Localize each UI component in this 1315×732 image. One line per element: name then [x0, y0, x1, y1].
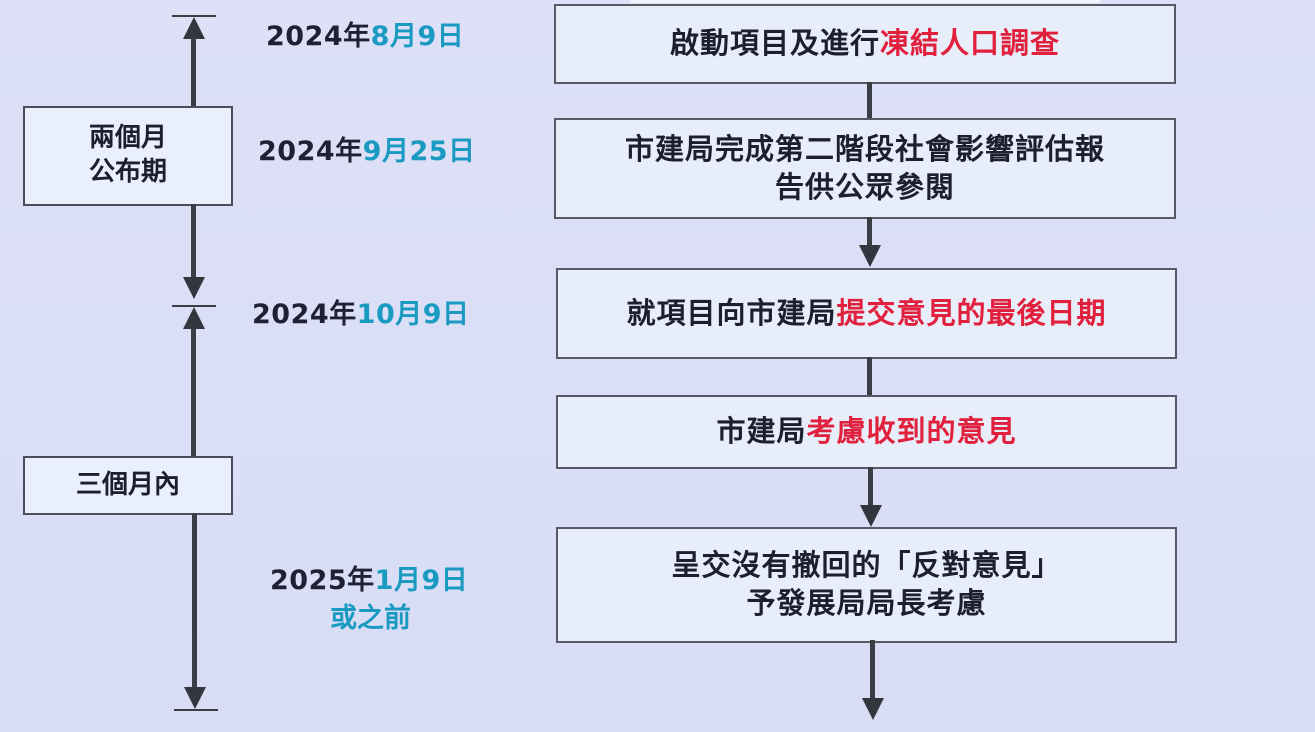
step-text-emphasis: 凍結人口調查	[880, 26, 1061, 61]
step-line: 予發展局局長考慮	[746, 585, 986, 623]
arrow-up-icon	[183, 307, 205, 329]
flow-step-submission-deadline: 就項目向市建局提交意見的最後日期	[556, 268, 1177, 359]
step-text-emphasis: 提交意見的最後日期	[836, 295, 1107, 330]
step-text: 市建局完成第二階段社會影響評估報	[624, 131, 1105, 166]
timeline-line-segment	[191, 327, 196, 457]
step-text: 就項目向市建局	[626, 295, 837, 330]
date-month-day: 9月25日	[362, 136, 476, 167]
timeline-start-cap	[172, 15, 216, 17]
timeline-mid-cap	[172, 305, 216, 307]
date-year: 2024年	[266, 21, 371, 52]
timeline-line-segment	[191, 37, 196, 107]
step-text: 市建局	[716, 414, 807, 449]
period-box-three-months: 三個月內	[23, 456, 233, 515]
step-line: 市建局考慮收到的意見	[716, 413, 1016, 451]
flow-step-submit-objections: 呈交沒有撤回的「反對意見」 予發展局局長考慮	[556, 527, 1177, 643]
flow-connector	[868, 467, 873, 507]
step-line: 啟動項目及進行凍結人口調查	[670, 25, 1060, 63]
timeline-line-segment	[192, 513, 197, 689]
timeline-line-segment	[191, 204, 196, 279]
flow-step-start-project: 啟動項目及進行凍結人口調查	[554, 4, 1176, 84]
date-month-day: 8月9日	[370, 21, 465, 52]
arrow-down-icon	[860, 505, 882, 527]
step-line: 就項目向市建局提交意見的最後日期	[626, 295, 1106, 333]
arrow-up-icon	[183, 17, 205, 39]
flow-connector	[870, 640, 875, 700]
date-label: 2024年8月9日	[266, 14, 464, 53]
arrow-down-icon	[183, 277, 205, 299]
date-month-day: 10月9日	[356, 299, 470, 330]
step-text: 予發展局局長考慮	[746, 586, 987, 620]
date-qualifier: 或之前	[330, 603, 411, 634]
flow-connector	[867, 82, 872, 118]
step-text-emphasis: 考慮收到的意見	[806, 414, 1017, 449]
arrow-down-icon	[859, 245, 881, 267]
arrow-down-icon	[862, 698, 884, 720]
flow-step-consider-comments: 市建局考慮收到的意見	[556, 395, 1177, 469]
date-year: 2025年	[270, 565, 375, 596]
flow-connector	[867, 217, 872, 247]
date-month-day: 1月9日	[374, 565, 469, 596]
period-label-line: 兩個月	[88, 123, 167, 154]
date-year: 2024年	[258, 136, 363, 167]
flow-connector	[867, 357, 872, 395]
step-line: 呈交沒有撤回的「反對意見」	[671, 547, 1061, 585]
step-line: 告供公眾參閱	[775, 169, 955, 207]
step-line: 市建局完成第二階段社會影響評估報	[625, 131, 1105, 169]
date-label: 2024年10月9日	[252, 292, 470, 331]
arrow-down-icon	[184, 687, 206, 709]
step-text: 告供公眾參閱	[774, 169, 955, 204]
period-box-two-month-publication: 兩個月 公布期	[23, 106, 233, 206]
date-label: 2025年1月9日	[270, 558, 468, 597]
step-text: 呈交沒有撤回的「反對意見」	[671, 548, 1062, 583]
date-year: 2024年	[252, 299, 357, 330]
step-text: 啟動項目及進行	[669, 26, 880, 61]
date-label: 2024年9月25日	[258, 129, 476, 168]
flow-step-sia-report: 市建局完成第二階段社會影響評估報 告供公眾參閱	[554, 118, 1176, 219]
top-edge-strip	[630, 0, 1100, 3]
period-label-line: 三個月內	[75, 469, 180, 500]
period-label-line: 公布期	[88, 157, 167, 187]
timeline-end-cap	[174, 709, 218, 711]
